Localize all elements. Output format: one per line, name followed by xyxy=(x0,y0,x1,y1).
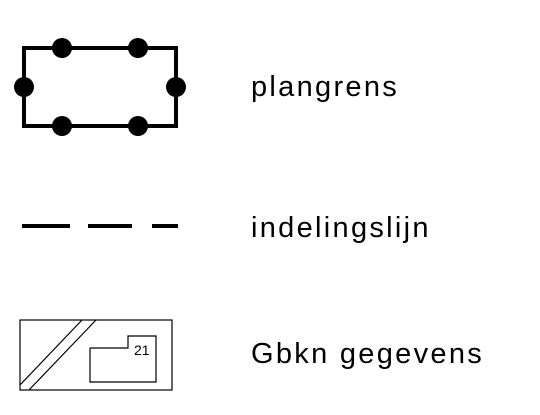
boundary-vertex-dot xyxy=(52,116,72,136)
boundary-vertex-dot xyxy=(128,38,148,58)
legend-item-gbkn: 21 Gbkn gegevens xyxy=(0,300,540,415)
boundary-vertex-dot xyxy=(52,38,72,58)
legend-item-indelingslijn: indelingslijn xyxy=(0,190,540,260)
boundary-vertex-dot xyxy=(166,77,186,97)
indelingslijn-symbol-icon xyxy=(22,224,178,228)
building-outline xyxy=(89,335,157,383)
gbkn-symbol-icon: 21 xyxy=(19,319,173,391)
plangrens-boundary-line xyxy=(22,46,178,128)
boundary-vertex-dot xyxy=(14,77,34,97)
road-line xyxy=(19,319,83,386)
road-line xyxy=(28,319,97,391)
legend-label-gbkn: Gbkn gegevens xyxy=(251,338,485,370)
parcel-number: 21 xyxy=(134,342,150,358)
legend-label-indelingslijn: indelingslijn xyxy=(251,212,431,244)
plangrens-symbol-icon xyxy=(14,38,186,136)
boundary-vertex-dot xyxy=(128,116,148,136)
legend-item-plangrens: plangrens xyxy=(0,0,540,150)
legend-label-plangrens: plangrens xyxy=(251,71,400,103)
